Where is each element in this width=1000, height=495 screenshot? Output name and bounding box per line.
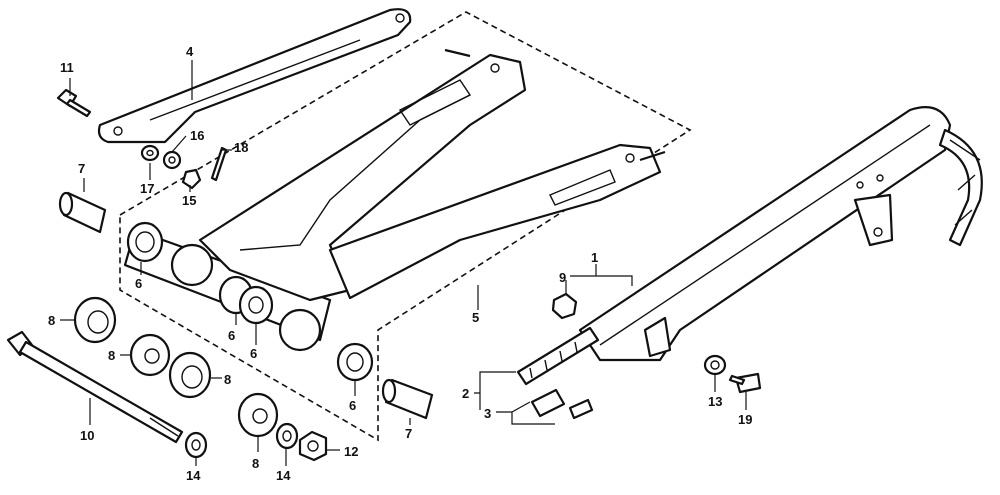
callout-13: 13 [708, 394, 722, 409]
callout-6-b: 6 [228, 328, 235, 343]
callout-8-b: 8 [108, 348, 115, 363]
callout-7-right: 7 [405, 426, 412, 441]
callout-14-b: 14 [276, 468, 291, 483]
part-6-bushing-right [336, 342, 374, 382]
part-16-washer [162, 150, 182, 170]
callout-8-d: 8 [252, 456, 259, 471]
callout-1: 1 [591, 250, 598, 265]
part-18-cotter-pin [210, 146, 228, 182]
part-8-seal-left [73, 296, 117, 344]
callout-18: 18 [234, 140, 248, 155]
callout-15: 15 [182, 193, 196, 208]
part-13-washer [703, 354, 727, 376]
callout-9: 9 [559, 270, 566, 285]
part-17-nut [140, 144, 160, 162]
part-15-nut [181, 168, 202, 190]
callout-5: 5 [472, 310, 479, 325]
callout-17: 17 [140, 181, 154, 196]
part-9-nut [551, 292, 578, 320]
callout-6-a: 6 [135, 276, 142, 291]
swingarm-assembly-boundary [119, 11, 692, 442]
callout-8-a: 8 [48, 313, 55, 328]
callout-12: 12 [344, 444, 358, 459]
callout-3: 3 [484, 406, 491, 421]
callout-2: 2 [462, 386, 469, 401]
part-14-washer-left [184, 431, 208, 459]
part-1-chain-case [578, 106, 952, 362]
callout-4: 4 [186, 44, 194, 59]
callout-8-c: 8 [224, 372, 231, 387]
callout-16: 16 [190, 128, 204, 143]
callout-10: 10 [80, 428, 94, 443]
part-7-collar-right [381, 378, 434, 420]
drive-chain-end [938, 128, 983, 247]
callout-6-d: 6 [349, 398, 356, 413]
part-8-washer-middle [129, 333, 171, 377]
part-6-bushing-center [218, 275, 274, 325]
part-4-stay-bar [97, 8, 412, 144]
part-14-washer-right [275, 422, 299, 450]
part-19-bolt [728, 372, 762, 394]
part-10-pivot-bolt [6, 330, 184, 444]
part-8-washer-lower [237, 392, 279, 438]
part-8-seal-right [168, 351, 212, 399]
part-11-bolt [56, 88, 92, 118]
part-7-collar-left [58, 191, 107, 234]
callout-11: 11 [60, 60, 74, 75]
callout-7-left: 7 [78, 161, 85, 176]
callout-6-c: 6 [250, 346, 257, 361]
part-3-master-link [530, 388, 594, 420]
callout-14-a: 14 [186, 468, 201, 483]
part-12-nut [298, 430, 328, 462]
callout-labels: 11 4 16 18 17 15 7 6 6 6 6 7 8 8 8 8 10 … [48, 44, 752, 483]
part-2-drive-chain [516, 326, 600, 386]
callout-19: 19 [738, 412, 752, 427]
leader-lines [60, 60, 747, 466]
